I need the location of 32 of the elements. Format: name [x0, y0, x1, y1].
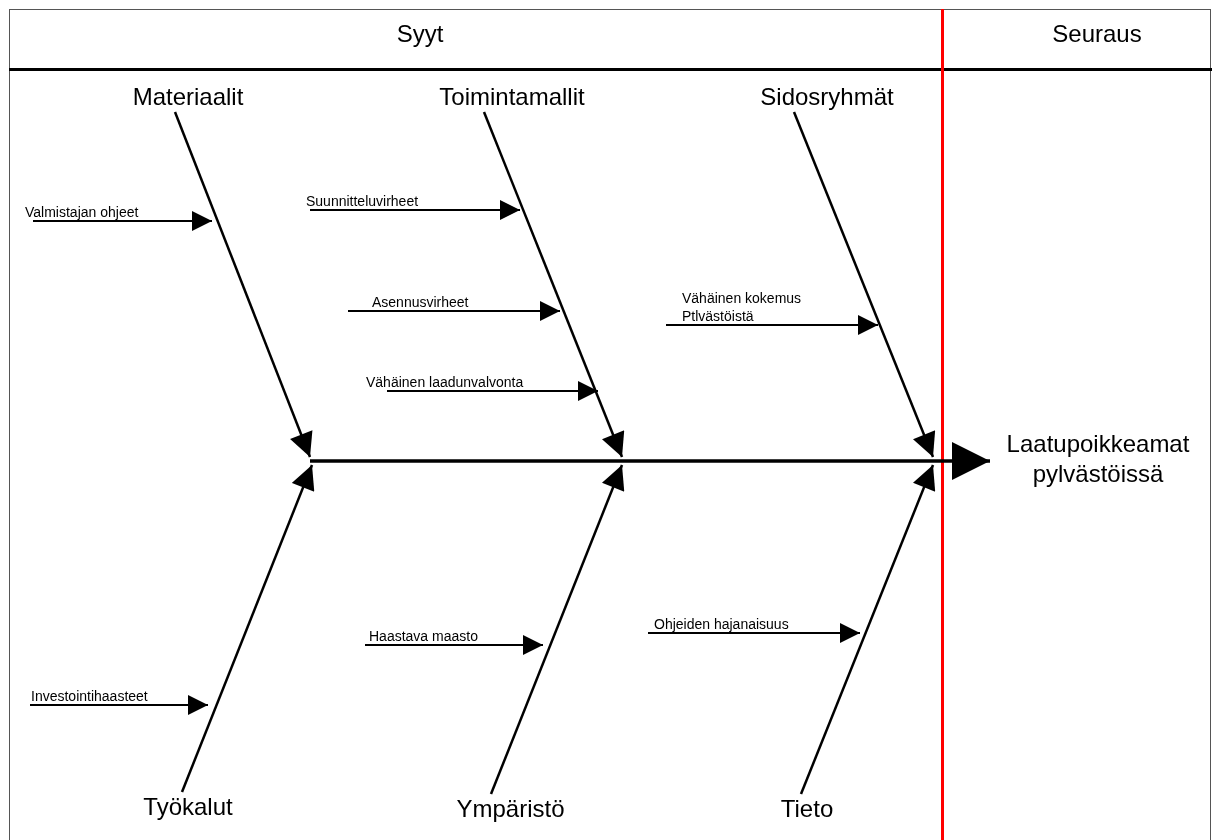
cause-arrow	[364, 635, 544, 655]
header-label: Seuraus	[1052, 20, 1142, 48]
category-label: Tieto	[772, 794, 842, 824]
cause-label: Asennusvirheet	[346, 293, 486, 311]
bone-arrow	[489, 464, 625, 795]
cause-arrow	[32, 211, 213, 231]
cause-arrow	[309, 200, 521, 220]
cause-label: Investointihaasteet	[28, 687, 178, 705]
cause-label: Vähäinen kokemus Ptlvästöistä	[664, 289, 814, 325]
cause-arrow	[647, 623, 861, 643]
category-label: Ympäristö	[443, 794, 578, 824]
spine-arrow	[310, 442, 990, 480]
cause-label: Vähäinen laadunvalvonta	[366, 373, 566, 391]
cause-arrow	[386, 381, 599, 401]
cause-label: Ohjeiden hajanaisuus	[646, 615, 821, 633]
bone-arrow	[799, 464, 936, 795]
category-label: Työkalut	[133, 792, 243, 822]
bone-arrow	[482, 111, 625, 458]
cause-label: Suunnitteluvirheet	[306, 192, 456, 210]
cause-arrow	[665, 315, 879, 335]
bone-arrow	[173, 111, 313, 458]
effect-label: Laatupoikkeamat pylvästöissä	[990, 429, 1206, 493]
category-label: Sidosryhmät	[742, 82, 912, 112]
category-label: Materiaalit	[113, 82, 263, 112]
header-label: Syyt	[396, 20, 444, 48]
cause-label: Haastava maasto	[363, 627, 513, 645]
cause-arrow	[347, 301, 561, 321]
category-label: Toimintamallit	[422, 82, 602, 112]
bone-arrow	[792, 111, 936, 458]
bone-arrow	[180, 464, 315, 793]
cause-arrow	[29, 695, 209, 715]
cause-label: Valmistajan ohjeet	[25, 203, 175, 221]
